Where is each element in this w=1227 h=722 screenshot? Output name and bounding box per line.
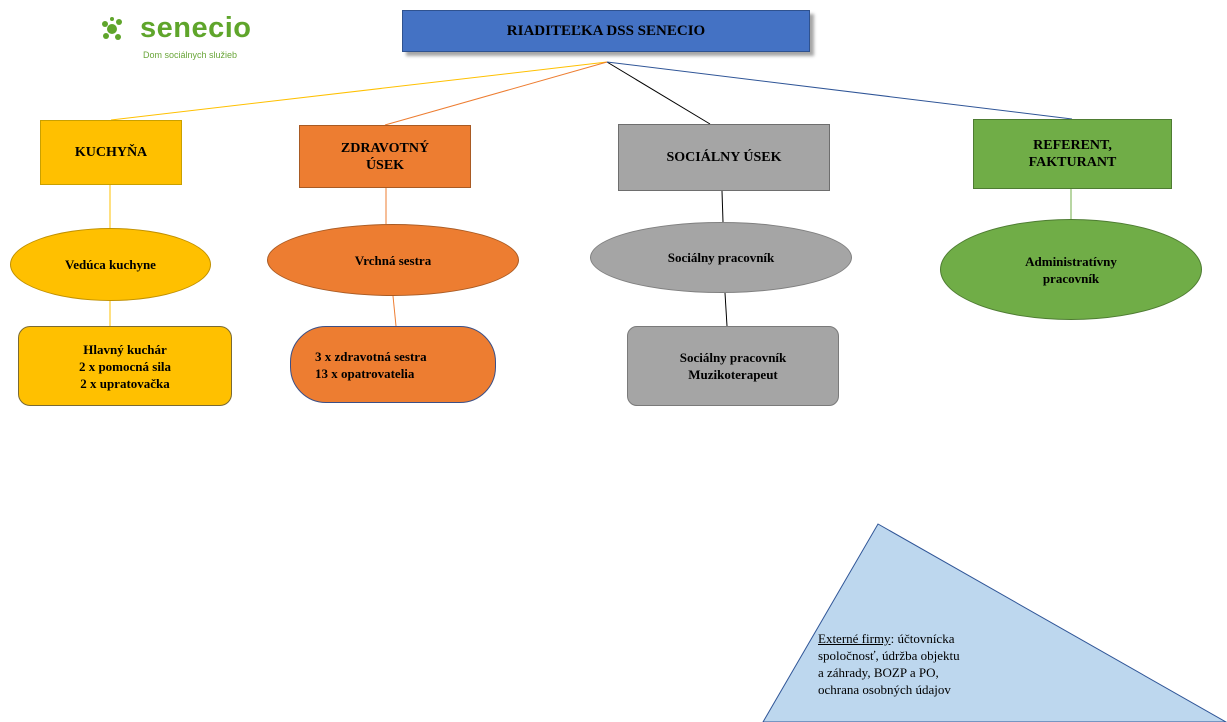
connector-referent xyxy=(606,61,1073,120)
lead-zdravotny: Vrchná sestra xyxy=(267,224,519,296)
lead-referent-line1: Administratívny xyxy=(1025,253,1117,269)
external-line: ochrana osobných údajov xyxy=(818,682,951,697)
lead-kuchyna: Vedúca kuchyne xyxy=(10,228,211,301)
senecio-logo: senecio Dom sociálnych služieb xyxy=(100,10,270,65)
connector-socialny-staff xyxy=(724,292,728,327)
external-firms-triangle xyxy=(762,523,1227,722)
logo-tagline: Dom sociálnych služieb xyxy=(143,50,238,60)
staff-item: 3 x zdravotná sestra xyxy=(315,348,427,364)
external-firms-text: Externé firmy: účtovnícka spoločnosť, úd… xyxy=(818,631,960,697)
connector-socialny-lead xyxy=(721,190,724,223)
connector-socialny xyxy=(606,61,711,125)
dept-referent: REFERENT, FAKTURANT xyxy=(973,119,1172,189)
staff-zdravotny: 3 x zdravotná sestra 13 x opatrovatelia xyxy=(290,326,496,403)
external-line: účtovnícka xyxy=(897,631,955,646)
external-line: spoločnosť, údržba objektu xyxy=(818,648,960,663)
staff-item: 13 x opatrovatelia xyxy=(315,365,415,381)
external-line: a záhrady, BOZP a PO, xyxy=(818,665,939,680)
external-firms-label: Externé firmy xyxy=(818,631,891,646)
director-box: RIADITEĽKA DSS SENECIO xyxy=(402,10,810,52)
dept-referent-line2: FAKTURANT xyxy=(1028,155,1117,170)
connector-zdravotny-staff xyxy=(392,295,397,327)
logo-wordmark: senecio xyxy=(140,12,252,44)
dept-socialny: SOCIÁLNY ÚSEK xyxy=(618,124,830,191)
lead-referent-line2: pracovník xyxy=(1042,270,1100,286)
staff-socialny: Sociálny pracovník Muzikoterapeut xyxy=(627,326,839,406)
staff-item: 2 x upratovačka xyxy=(80,375,170,391)
dept-referent-line1: REFERENT, xyxy=(1033,138,1112,153)
dept-kuchyna: KUCHYŇA xyxy=(40,120,182,185)
staff-item: Sociálny pracovník xyxy=(679,350,787,365)
staff-item: 2 x pomocná sila xyxy=(78,358,172,374)
connector-kuchyna xyxy=(110,61,608,121)
dept-zdravotny-line2: ÚSEK xyxy=(365,157,405,173)
staff-item: Muzikoterapeut xyxy=(688,367,778,382)
connector-zdravotny xyxy=(384,61,608,126)
lead-socialny: Sociálny pracovník xyxy=(590,222,852,293)
staff-kuchyna: Hlavný kuchár 2 x pomocná sila 2 x uprat… xyxy=(18,326,232,406)
dept-zdravotny-line1: ZDRAVOTNÝ xyxy=(340,140,430,156)
flower-icon xyxy=(102,17,122,40)
staff-item: Hlavný kuchár xyxy=(83,341,167,357)
